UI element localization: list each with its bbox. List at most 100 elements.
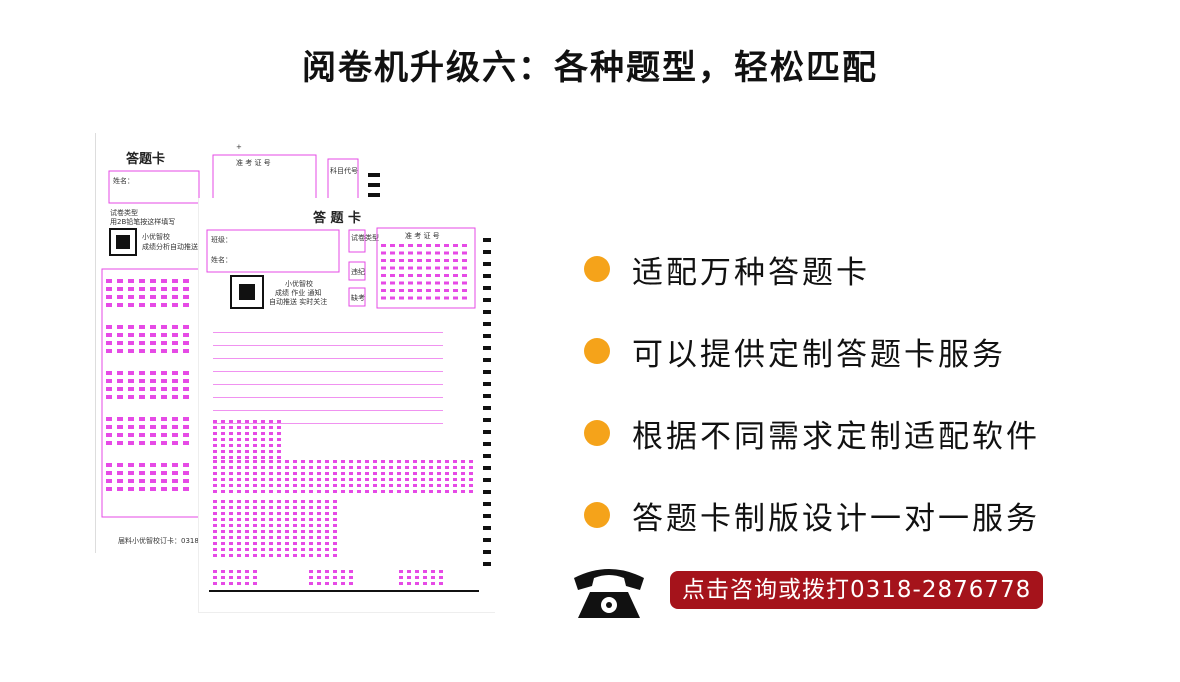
answer-bubble (333, 506, 337, 509)
answer-bubble (405, 478, 409, 481)
answer-bubble (429, 484, 433, 487)
answer-bubble (253, 450, 257, 453)
answer-bubble (285, 524, 289, 527)
answer-bubble (221, 472, 225, 475)
answer-bubble (437, 478, 441, 481)
answer-bubble (277, 456, 281, 459)
answer-bubble (373, 466, 377, 469)
answer-bubble (317, 512, 321, 515)
answer-bubble (373, 472, 377, 475)
id-bubble (390, 259, 395, 262)
id-bubble (381, 296, 386, 300)
answer-bubble (317, 582, 321, 585)
answer-bubble (221, 582, 225, 585)
answer-bubble (221, 420, 225, 423)
answer-bubble (106, 287, 112, 291)
answer-bubble (293, 536, 297, 539)
answer-bubble (117, 433, 123, 437)
answer-bubble (229, 420, 233, 423)
answer-bubble (301, 490, 305, 493)
answer-bubble (117, 341, 123, 345)
answer-bubble (245, 548, 249, 551)
answer-bubble (150, 333, 156, 337)
answer-bubble (172, 487, 178, 491)
answer-bubble (172, 387, 178, 391)
answer-bubble (261, 420, 265, 423)
answer-bubble (229, 472, 233, 475)
timing-mark (483, 454, 491, 458)
timing-mark (483, 274, 491, 278)
answer-bubble (301, 460, 305, 463)
answer-bubble (309, 512, 313, 515)
timing-mark (483, 562, 491, 566)
answer-bubble (237, 542, 241, 545)
id-bubble (408, 281, 413, 285)
answer-bubble (245, 490, 249, 493)
answer-bubble (117, 371, 123, 375)
answer-line (213, 397, 443, 398)
answer-bubble (453, 472, 457, 475)
answer-bubble (461, 490, 465, 493)
call-to-action-button[interactable]: 点击咨询或拨打0318-2876778 (670, 571, 1044, 609)
answer-bubble (293, 542, 297, 545)
answer-bubble (161, 341, 167, 345)
answer-bubble (229, 554, 233, 557)
answer-bubble (309, 478, 313, 481)
answer-bubble (237, 472, 241, 475)
answer-bubble (333, 518, 337, 521)
answer-bubble (317, 518, 321, 521)
timing-mark (483, 442, 491, 446)
answer-bubble (325, 554, 329, 557)
answer-bubble (183, 295, 189, 299)
id-bubble (426, 259, 431, 262)
answer-bubble (237, 490, 241, 493)
answer-bubble (183, 325, 189, 329)
answer-bubble (221, 490, 225, 493)
answer-bubble (150, 433, 156, 437)
answer-bubble (277, 554, 281, 557)
answer-bubble (139, 303, 145, 307)
answer-bubble (301, 506, 305, 509)
answer-bubble (253, 582, 257, 585)
feature-list: 适配万种答题卡 可以提供定制答题卡服务 根据不同需求定制适配软件 答题卡制版设计… (584, 228, 1040, 556)
timing-mark (483, 406, 491, 410)
answer-bubble (293, 500, 297, 503)
id-bubble (417, 296, 422, 300)
answer-bubble (421, 466, 425, 469)
answer-bubble (213, 420, 217, 423)
answer-bubble (341, 576, 345, 579)
answer-bubble (373, 460, 377, 463)
answer-bubble (397, 490, 401, 493)
answer-bubble (150, 295, 156, 299)
answer-bubble (349, 466, 353, 469)
answer-bubble (213, 450, 217, 453)
answer-bubble (183, 341, 189, 345)
answer-bubble (139, 371, 145, 375)
answer-bubble (106, 425, 112, 429)
answer-bubble (229, 500, 233, 503)
qr-code-icon (109, 228, 137, 256)
answer-bubble (229, 450, 233, 453)
answer-bubble (139, 463, 145, 467)
answer-bubble (293, 512, 297, 515)
answer-bubble (277, 530, 281, 533)
answer-bubble (161, 379, 167, 383)
answer-bubble (161, 287, 167, 291)
answer-bubble (309, 472, 313, 475)
answer-line (213, 410, 443, 411)
id-bubble (453, 244, 458, 247)
answer-line (213, 332, 443, 333)
answer-bubble (172, 433, 178, 437)
answer-bubble (269, 444, 273, 447)
answer-bubble (229, 530, 233, 533)
answer-bubble (325, 460, 329, 463)
answer-bubble (253, 576, 257, 579)
answer-bubble (461, 484, 465, 487)
answer-bubble (277, 466, 281, 469)
answer-bubble (221, 432, 225, 435)
answer-bubble (106, 325, 112, 329)
sheet-front-title: 答 题 卡 (313, 210, 361, 226)
answer-bubble (301, 512, 305, 515)
answer-bubble (277, 548, 281, 551)
answer-bubble (333, 460, 337, 463)
